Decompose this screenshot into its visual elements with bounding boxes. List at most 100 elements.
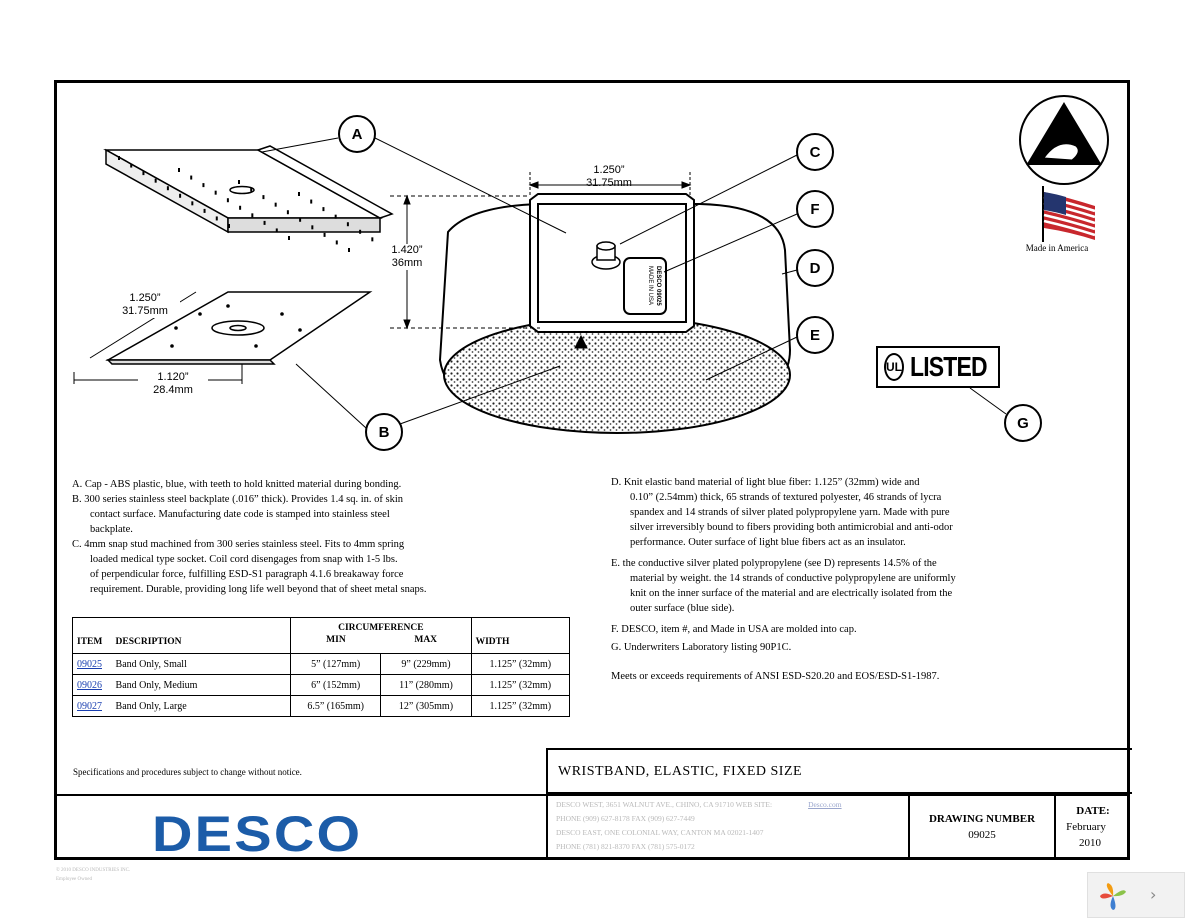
cap-tooth [191,201,194,206]
date-year: 2010 [1079,837,1101,849]
cap-tooth [348,248,350,252]
cap-tooth [166,186,169,191]
cap-front [529,193,695,333]
date-label: DATE: [1076,805,1110,817]
col-header-width: WIDTH [470,617,571,654]
plate-length-label: 1.250”31.75mm [110,292,180,318]
callout-f: F [796,190,834,228]
date-divider [1054,794,1056,860]
title-divider [56,794,1130,796]
technical-illustration [73,95,1109,434]
table-row: 09027 Band Only, Large 6.5” (165mm) 12” … [71,695,571,717]
note-c-cont: requirement. Durable, providing long lif… [90,584,427,595]
snap-stud [591,241,621,270]
row-max: 11” (280mm) [380,674,472,696]
cap-tooth [274,202,277,207]
cap-tooth [118,156,120,160]
notes-left: A. Cap - ABS plastic, blue, with teeth t… [72,477,492,597]
note-b-cont: backplate. [90,524,133,535]
cap-tooth [335,240,338,245]
cap-tooth [178,168,180,172]
row-max: 12” (305mm) [380,695,472,717]
cap-tooth [226,198,229,203]
cap-tooth [215,216,218,221]
disclaimer: Specifications and procedures subject to… [73,767,302,777]
row-width: 1.125” (32mm) [470,695,571,717]
cap-tooth [179,193,182,198]
cap-tooth [250,187,253,192]
note-b-cont: contact surface. Manufacturing date code… [90,509,390,520]
col-header-item: ITEM [71,617,112,654]
note-d: D. Knit elastic band material of light b… [611,477,920,488]
cap-tooth [203,208,206,213]
cap-tooth [238,180,240,184]
backplate-hole [198,312,202,316]
cap-tooth [371,237,374,242]
address-west: DESCO WEST, 3651 WALNUT AVE., CHINO, CA … [556,800,773,809]
address-block: DESCO WEST, 3651 WALNUT AVE., CHINO, CA … [556,798,901,854]
note-d-cont: performance. Outer surface of light blue… [630,537,906,548]
note-c-cont: loaded medical type socket. Coil cord di… [90,554,398,565]
row-max: 9” (229mm) [380,653,472,675]
chevron-right-icon[interactable]: › [1150,885,1157,904]
row-min: 5” (127mm) [290,653,382,675]
cap-tooth [286,210,289,215]
cap-tooth [239,205,242,210]
plate-width-label: 1.120”28.4mm [138,371,208,397]
cap-part-a [103,145,394,234]
backplate-hole [254,344,258,348]
callout-a: A [338,115,376,153]
drawing-frame [54,80,1130,860]
row-min: 6” (152mm) [290,674,382,696]
cap-molded-text: DESCO 09025 MADE IN USA [647,266,661,306]
us-flag [1042,186,1096,242]
item-link[interactable]: 09026 [77,679,102,691]
backplate-hole [170,344,174,348]
note-d-cont: silver irreversibly bound to fibers prov… [630,522,953,533]
title-box: WRISTBAND, ELASTIC, FIXED SIZE [546,748,1132,794]
phone-west: PHONE (909) 627-8178 FAX (909) 627-7449 [556,814,695,823]
website-link[interactable]: Desco.com [808,800,842,809]
made-in-america-label: Made in America [1025,243,1089,253]
drawing-title: WRISTBAND, ELASTIC, FIXED SIZE [558,764,803,779]
ul-listed-mark: UL LISTED [876,346,1000,388]
leader-lines [261,136,1007,429]
cap-tooth [154,178,157,183]
viewer-nav: › [1087,872,1185,918]
note-c-cont: of perpendicular force, fulfilling ESD-S… [90,569,404,580]
cap-tooth [263,220,266,225]
item-link[interactable]: 09027 [77,700,102,712]
cap-tooth [262,195,265,200]
callout-b: B [365,413,403,451]
table-row: 09026 Band Only, Medium 6” (152mm) 11” (… [71,674,571,696]
row-description: Band Only, Large [111,695,292,717]
cap-tooth [190,175,193,180]
cap-tooth [334,214,337,219]
note-b: B. 300 series stainless steel backplate … [72,494,403,505]
cap-tooth [288,236,290,240]
drawing-number: 09025 [968,829,996,841]
cap-tooth [275,228,278,233]
circumference-label: CIRCUMFERENCE [338,623,424,633]
date-month: February [1066,821,1106,833]
col-header-min: MIN [326,635,346,645]
col-header-max: MAX [414,635,438,645]
note-d-cont: 0.10” (2.54mm) thick, 65 strands of text… [630,492,942,503]
backplate-hole [174,326,178,330]
cap-tooth [142,171,145,176]
cap-tooth [251,213,254,218]
cap-tooth [214,190,217,195]
callout-c: C [796,133,834,171]
col-header-circumference: CIRCUMFERENCE MIN MAX [290,617,472,654]
backplate-part-b [105,291,373,365]
row-description: Band Only, Small [111,653,292,675]
item-link[interactable]: 09025 [77,658,102,670]
cap-tooth [322,207,325,212]
row-width: 1.125” (32mm) [470,674,571,696]
cap-tooth [299,217,302,222]
col-header-description: DESCRIPTION [111,617,292,654]
backplate-hole [298,328,302,332]
copyright: © 2010 DESCO INDUSTRIES INC.Employee Own… [56,868,131,882]
note-e-cont: outer surface (blue side). [630,603,735,614]
note-d-cont: spandex and 14 strands of silver plated … [630,507,950,518]
